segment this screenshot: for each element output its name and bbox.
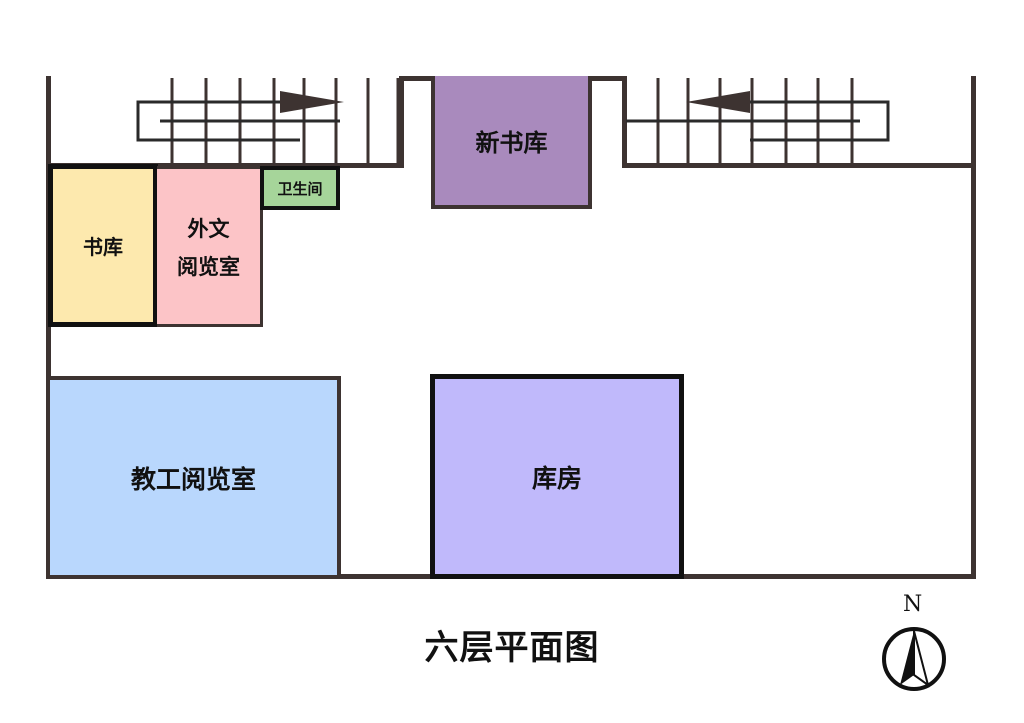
- room-restroom-label: 卫生间: [277, 179, 323, 198]
- room-new-book-stack: 新书库: [431, 76, 592, 209]
- room-storeroom-label: 库房: [531, 463, 582, 493]
- compass-icon: [882, 627, 946, 691]
- room-new-book-stack-label: 新书库: [475, 128, 548, 157]
- room-staff-reading: 教工阅览室: [46, 376, 341, 579]
- plan-title: 六层平面图: [424, 628, 600, 668]
- left-stair-arrow: [280, 91, 344, 113]
- room-book-stack-label: 书库: [83, 235, 123, 259]
- room-foreign-reading-label-2: 阅览室: [177, 253, 240, 279]
- right-stair-handrail: [626, 100, 890, 142]
- room-storeroom: 库房: [430, 374, 684, 579]
- room-restroom: 卫生间: [260, 166, 340, 210]
- north-label: N: [903, 592, 923, 617]
- left-stair-handrail: [136, 100, 340, 142]
- right-stair-arrow: [686, 91, 750, 113]
- room-staff-reading-label: 教工阅览室: [130, 464, 256, 494]
- room-book-stack: 书库: [48, 164, 158, 327]
- room-foreign-reading-label-1: 外文: [187, 215, 230, 241]
- room-foreign-reading: 外文 阅览室: [157, 166, 263, 327]
